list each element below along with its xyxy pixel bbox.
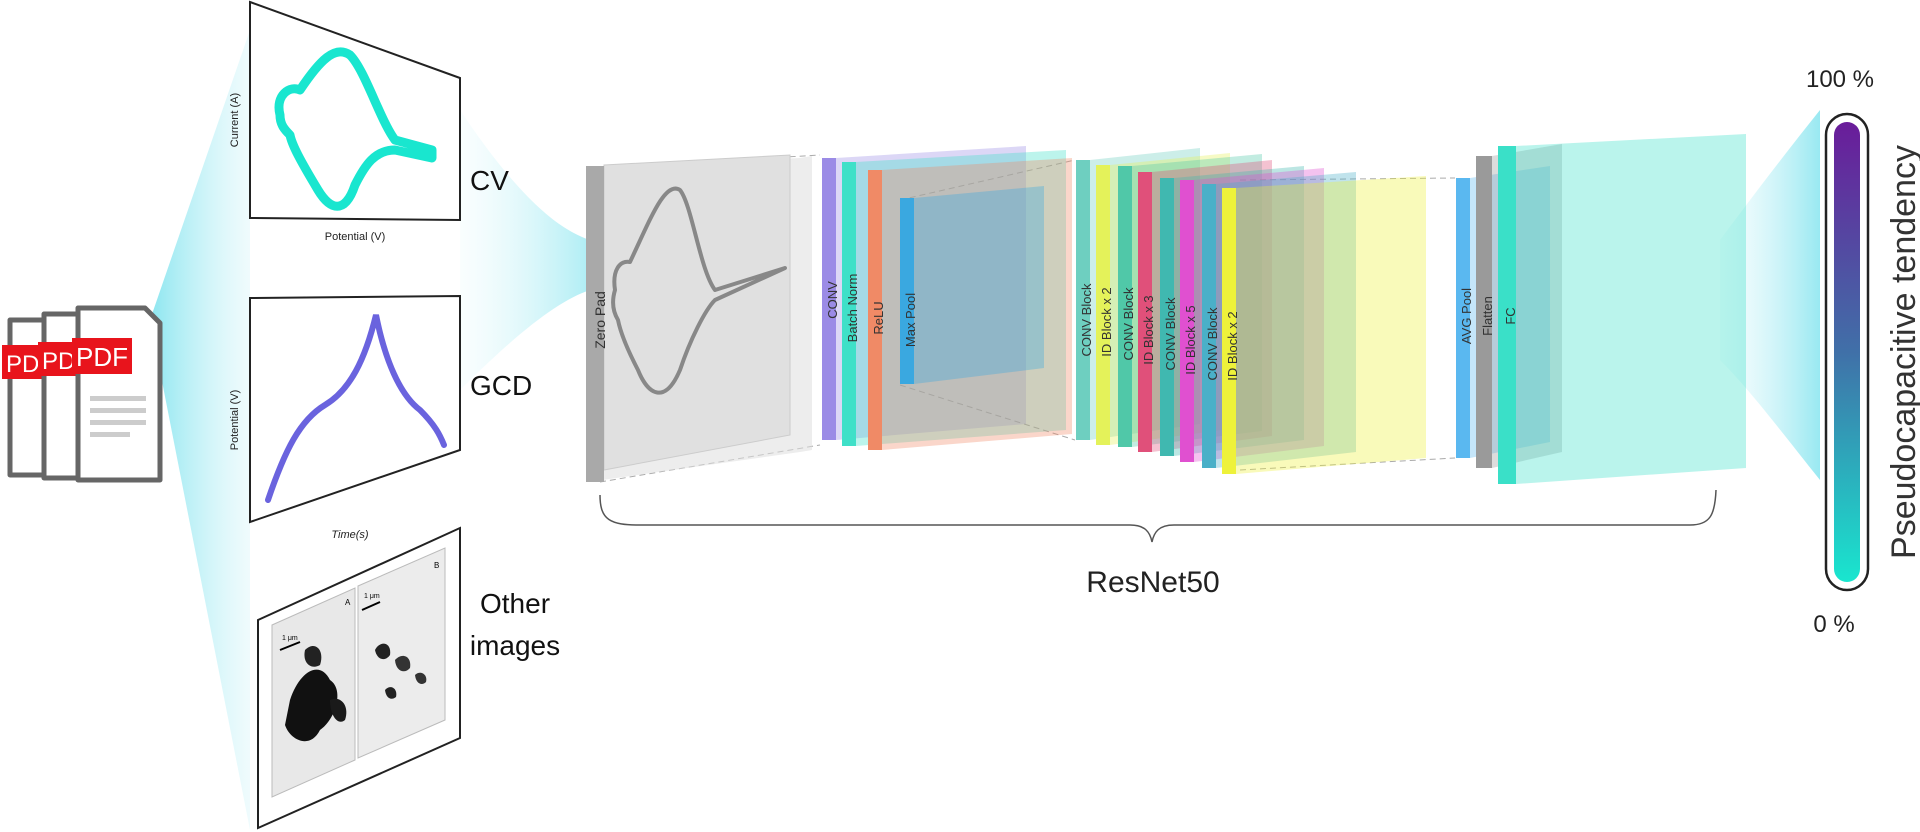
layer-panel <box>1236 176 1426 474</box>
layer-panel <box>836 146 1026 440</box>
resnet-block-stack <box>1076 148 1426 474</box>
gauge-top-label: 100 % <box>1806 66 1874 93</box>
layer-label: ID Block x 2 <box>1099 287 1114 356</box>
layer-label: FC <box>1503 307 1518 324</box>
layer-slab <box>1096 165 1110 445</box>
layer-label: CONV Block <box>1163 297 1178 370</box>
gcd-curve <box>265 314 447 503</box>
layer-label: ID Block x 2 <box>1225 311 1240 380</box>
layer-label: AVG Pool <box>1459 288 1474 344</box>
layer-slab <box>1202 184 1216 468</box>
layer-panel <box>882 158 1072 450</box>
input-fan <box>150 30 250 830</box>
other-images-label-line2: images <box>470 630 560 661</box>
layer-slab <box>1476 156 1492 468</box>
gcd-x-axis-label: Time(s) <box>331 529 369 541</box>
layer-slab <box>1222 188 1236 474</box>
layer-slab <box>822 158 836 440</box>
layer-label: CONV Block <box>1205 307 1220 380</box>
layer-slab <box>1160 178 1174 456</box>
cv-label: CV <box>470 165 509 196</box>
gauge-bottom-label: 0 % <box>1813 611 1854 638</box>
gauge-title: Pseudocapacitive tendency <box>1885 145 1920 559</box>
stem-layer-stack <box>822 146 1072 450</box>
layer-slab <box>868 170 882 450</box>
layer-label: Max Pool <box>903 293 918 347</box>
layer-zero-pad <box>586 154 812 482</box>
layer-label: Batch Norm <box>845 274 860 343</box>
pdf-label: PDF <box>76 342 128 372</box>
cv-panel: Potential (V) Current (A) CV <box>229 0 509 243</box>
layer-panel <box>1216 172 1356 468</box>
resnet-brace <box>599 489 1717 543</box>
network-fan <box>460 110 590 390</box>
panel-label-a: A <box>345 598 351 607</box>
layer-label: ID Block x 3 <box>1141 295 1156 364</box>
layer-panel <box>1516 134 1746 484</box>
gcd-label: GCD <box>470 370 532 401</box>
output-fan <box>1720 110 1820 480</box>
layer-label: Zero Pad <box>592 291 608 349</box>
layer-labels: Zero Pad CONV Batch Norm ReLU Max Pool CONV B… <box>592 274 1518 381</box>
gcd-y-axis-label: Potential (V) <box>229 390 241 451</box>
layer-slab <box>900 198 914 384</box>
layer-slab <box>1118 166 1132 447</box>
micrograph-a: 1 μm A <box>271 587 356 798</box>
head-layer-stack <box>1456 134 1746 484</box>
zero-pad-cv-curve <box>611 186 787 395</box>
pdf-document-icon: PDF <box>72 305 163 483</box>
scale-bar-label-a: 1 μm <box>282 635 298 642</box>
layer-slab <box>1498 146 1516 484</box>
layer-label: ID Block x 5 <box>1183 305 1198 374</box>
cv-x-axis-label: Potential (V) <box>325 231 386 243</box>
scale-bar-label-b: 1 μm <box>364 593 380 600</box>
layer-label: CONV Block <box>1079 283 1094 356</box>
layer-label: CONV Block <box>1121 287 1136 360</box>
layer-slab <box>1076 160 1090 440</box>
layer-label: CONV <box>825 281 840 319</box>
gcd-panel: Time(s) Potential (V) GCD <box>229 294 532 541</box>
layer-label: Flatten <box>1480 296 1495 336</box>
gauge-bar-fill <box>1834 122 1860 582</box>
pseudocapacitive-gauge: 100 % 0 % Pseudocapacitive tendency <box>1806 66 1920 638</box>
other-images-panel: 1 μm A 1 μm B Other images <box>257 526 560 830</box>
micrograph-b: 1 μm B <box>357 547 446 759</box>
layer-slab <box>1180 180 1194 462</box>
layer-slab <box>1138 172 1152 452</box>
layer-slab <box>1456 178 1470 458</box>
panel-label-b: B <box>434 561 439 570</box>
other-images-label-line1: Other <box>480 588 550 619</box>
pdf-stack: PDF PDF PDF <box>2 305 163 483</box>
resnet-label: ResNet50 <box>1086 566 1219 599</box>
cv-y-axis-label: Current (A) <box>229 93 241 147</box>
layer-slab <box>842 162 856 446</box>
cv-curve <box>274 47 437 211</box>
layer-panel <box>914 186 1044 384</box>
layer-label: ReLU <box>871 301 886 334</box>
